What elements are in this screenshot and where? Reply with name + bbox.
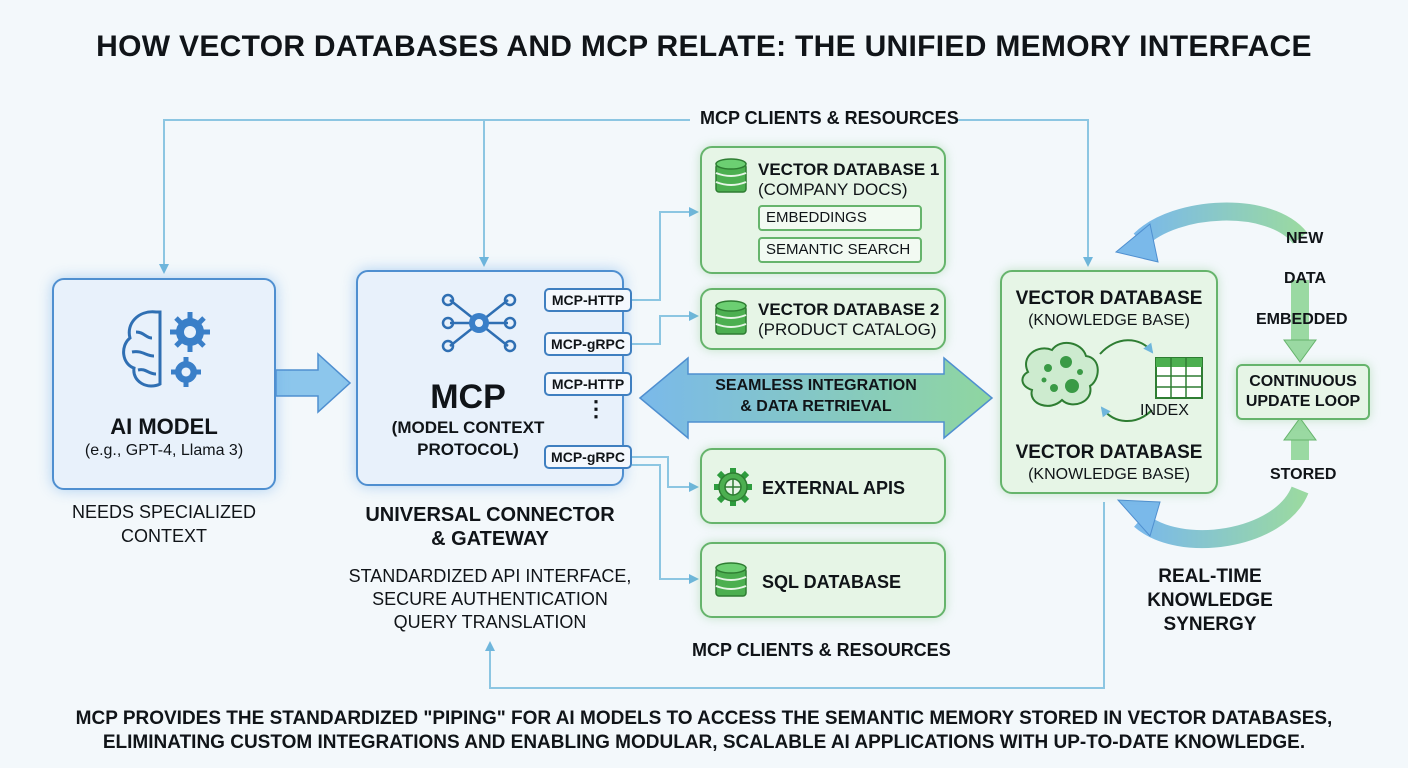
top-line-to-ai [159,119,690,274]
integration-arrow [638,356,994,440]
mcp-subtitle-2: PROTOCOL) [417,440,519,459]
vector-db-1-subtitle: (COMPANY DOCS) [758,180,908,199]
more-ports-ellipsis: ⋮ [585,396,607,421]
continuous-update-loop-box: CONTINUOUS UPDATE LOOP [1236,364,1370,420]
semantic-search-chip: SEMANTIC SEARCH [758,237,922,263]
embedding-cloud-index-icon [1021,339,1203,423]
port-mcp-http-1: MCP-HTTP [544,288,632,312]
sql-database-label: SQL DATABASE [762,572,902,592]
ai-model-subtitle: (e.g., GPT-4, Llama 3) [84,442,244,459]
bottom-loop-line [485,502,1105,689]
mcp-caption-title-2: & GATEWAY [431,528,549,550]
kb-title-bottom: VECTOR DATABASE [1015,442,1203,463]
synergy-line-3: SYNERGY [1163,614,1257,635]
embeddings-chip: EMBEDDINGS [758,205,922,231]
mcp-title: MCP [430,378,506,416]
database-icon [715,158,747,193]
loop-label-embedded: EMBEDDED [1256,311,1348,328]
vector-db-1-title: VECTOR DATABASE 1 [758,160,940,179]
mcp-caption-title-1: UNIVERSAL CONNECTOR [365,504,615,526]
ai-model-caption-2: CONTEXT [120,526,207,546]
loop-arrow-bottom [1134,485,1309,548]
external-apis-label: EXTERNAL APIS [762,478,906,498]
vector-db-2-subtitle: (PRODUCT CATALOG) [758,320,937,339]
external-apis-box: EXTERNAL APIS [700,448,946,524]
knowledge-base-box: VECTOR DATABASE (KNOWLEDGE BASE) INDEX V… [1000,270,1218,494]
ai-to-mcp-arrow [275,352,352,414]
loop-label-data: DATA [1284,270,1327,287]
loop-label-stored: STORED [1270,466,1337,483]
port-mcp-http-2: MCP-HTTP [544,372,632,396]
database-icon [715,562,747,597]
ai-model-caption-1: NEEDS SPECIALIZED [71,502,257,522]
brain-gear-icon [122,310,210,388]
kb-subtitle-top: (KNOWLEDGE BASE) [1028,312,1190,329]
synergy-line-2: KNOWLEDGE [1147,590,1273,611]
kb-subtitle-bottom: (KNOWLEDGE BASE) [1028,466,1190,483]
vector-db-2-title: VECTOR DATABASE 2 [758,300,940,319]
synergy-line-1: REAL-TIME [1158,566,1262,587]
vector-db-2-box: VECTOR DATABASE 2 (PRODUCT CATALOG) [700,288,946,350]
loop-box-line-1: CONTINUOUS [1249,373,1357,390]
bottom-section-label: MCP CLIENTS & RESOURCES [692,640,951,660]
mcp-caption-2: SECURE AUTHENTICATION [372,589,608,609]
integration-label-1: SEAMLESS INTEGRATION [715,377,917,394]
sql-database-box: SQL DATABASE [700,542,946,618]
loop-box-line-2: UPDATE LOOP [1245,393,1361,410]
top-section-label: MCP CLIENTS & RESOURCES [700,108,959,128]
database-icon [715,300,747,335]
integration-label-2: & DATA RETRIEVAL [740,398,892,415]
kb-index-label: INDEX [1140,402,1189,419]
kb-title-top: VECTOR DATABASE [1015,288,1203,309]
network-hub-icon [441,293,517,353]
top-line-to-kb [958,119,1093,267]
mcp-caption-1: STANDARDIZED API INTERFACE, [348,566,632,586]
ai-model-box: AI MODEL (e.g., GPT-4, Llama 3) [52,278,276,490]
loop-arrow-top [1133,202,1308,247]
mcp-subtitle-1: (MODEL CONTEXT [391,418,545,437]
mcp-caption-3: QUERY TRANSLATION [393,612,587,632]
loop-label-new: NEW [1286,230,1324,247]
footer-line-2: ELIMINATING CUSTOM INTEGRATIONS AND ENAB… [102,732,1306,753]
footer-line-1: MCP PROVIDES THE STANDARDIZED "PIPING" F… [75,708,1333,729]
port-mcp-grpc-1: MCP-gRPC [544,332,632,356]
port-mcp-grpc-2: MCP-gRPC [544,445,632,469]
page-title: HOW VECTOR DATABASES AND MCP RELATE: THE… [96,30,1312,63]
ai-model-title: AI MODEL [110,414,218,439]
gear-icon [714,468,752,506]
